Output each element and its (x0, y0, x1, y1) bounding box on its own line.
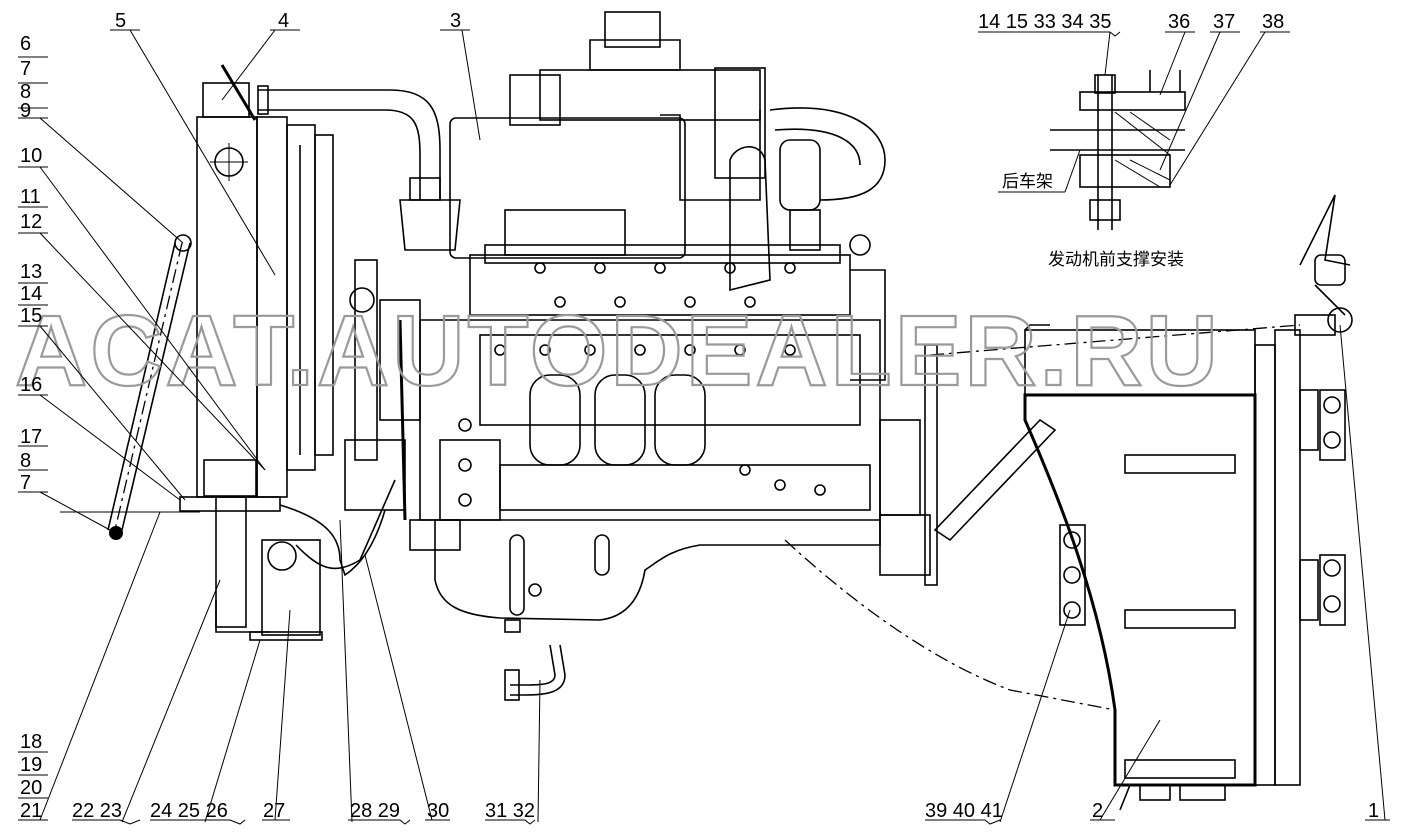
callout-31-32: 31 32 (485, 800, 535, 822)
rear-frame-label: 后车架 (1002, 172, 1053, 192)
callout-11: 11 (20, 186, 41, 208)
oil-drain-pipe (504, 644, 566, 701)
callout-3: 3 (450, 10, 461, 32)
callout-38: 38 (1262, 11, 1284, 33)
harness-line-upper (929, 324, 1301, 356)
callout-7-top: 7 (20, 58, 31, 80)
callout-9: 9 (20, 100, 31, 122)
callout-18: 18 (20, 731, 42, 753)
oil-pan (434, 520, 881, 633)
callout-5: 5 (115, 10, 126, 32)
callout-20: 20 (20, 777, 42, 799)
leader-lines (18, 29, 1390, 825)
callout-14-15-33-34-35: 14 15 33 34 35 (978, 11, 1111, 33)
callout-30: 30 (427, 800, 449, 822)
callout-labels: 6 7 8 9 10 11 12 13 14 15 16 17 8 7 18 1… (20, 10, 1379, 822)
callout-16: 16 (20, 374, 42, 396)
callout-36: 36 (1168, 11, 1190, 33)
rear-frame-assembly (1023, 194, 1353, 811)
turbocharger (729, 107, 886, 292)
callout-15: 15 (20, 305, 42, 327)
front-mount-caption: 发动机前支撑安装 (1048, 250, 1184, 270)
callout-28-29: 28 29 (350, 800, 400, 822)
callout-6: 6 (20, 33, 31, 55)
callout-10: 10 (20, 145, 42, 167)
radiator (196, 64, 334, 498)
callout-14: 14 (20, 283, 42, 305)
callout-17: 17 (20, 426, 42, 448)
radiator-stay-rod (60, 234, 200, 540)
callout-4: 4 (278, 10, 289, 32)
watermark-text: ACAT.AUTODEALER.RU (15, 295, 1221, 407)
callout-13: 13 (20, 261, 42, 283)
harness-line (784, 539, 1116, 711)
callout-7-bottom: 7 (20, 472, 31, 494)
radiator-lower-brackets (179, 479, 396, 641)
callout-8-bottom: 8 (20, 450, 31, 472)
callout-37: 37 (1213, 11, 1235, 33)
callout-1: 1 (1368, 800, 1379, 822)
callout-21: 21 (20, 800, 42, 822)
callout-19: 19 (20, 754, 42, 776)
frame-link-rod (933, 418, 1057, 542)
callout-39-40-41: 39 40 41 (925, 800, 1003, 822)
callout-22-23: 22 23 (72, 800, 122, 822)
front-mount-detail (1050, 70, 1186, 230)
flywheel-housing (850, 269, 938, 586)
callout-8-top: 8 (20, 81, 31, 103)
upper-water-pipe (257, 85, 461, 251)
callout-2: 2 (1092, 800, 1103, 822)
callout-12: 12 (20, 211, 42, 233)
callout-24-25-26: 24 25 26 (150, 800, 228, 822)
air-cleaner (449, 11, 766, 259)
callout-27: 27 (263, 800, 285, 822)
